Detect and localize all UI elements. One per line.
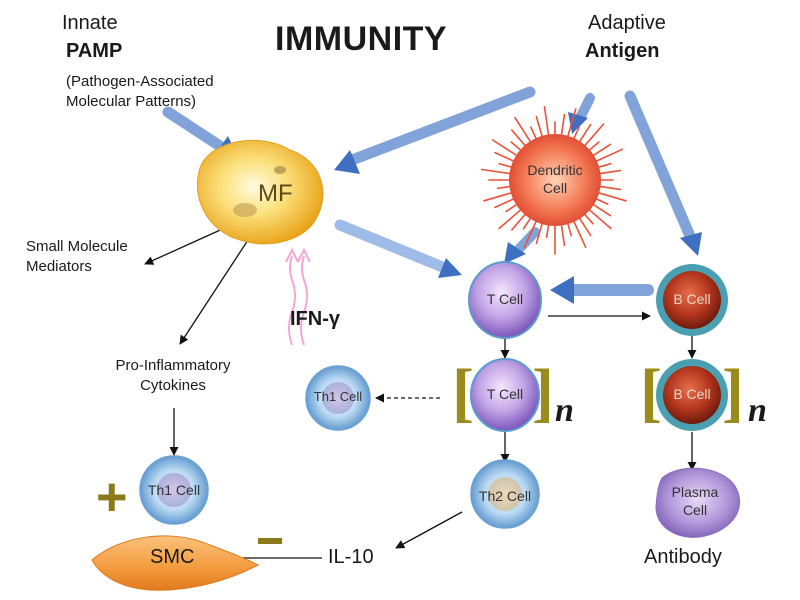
t-expansion-n: n (555, 392, 574, 429)
plasma-label-line1: Plasma (671, 484, 719, 500)
thin-arrows (144, 221, 697, 563)
th1-cell-left (139, 455, 209, 525)
smc-cell (91, 535, 260, 591)
b-bracket-open: [ (640, 356, 662, 429)
dendritic-cell (480, 106, 627, 255)
th1-cell-middle-label: Th1 Cell (313, 389, 363, 404)
b-cell-expanded (656, 359, 728, 431)
arrow-antigen-to-bcell (624, 90, 702, 256)
small-molecule-line1: Small Molecule (26, 238, 128, 255)
b-cell (656, 264, 728, 336)
t-cell (468, 261, 542, 339)
t-cell-expanded-label: T Cell (486, 386, 524, 402)
plasma-cell (655, 467, 741, 538)
t-cell-expanded (470, 358, 540, 432)
antibody-label: Antibody (644, 546, 722, 568)
arrow-mf-to-cytokines (179, 239, 249, 345)
arrow-th2-to-il10 (395, 511, 463, 549)
arrow-antigen-to-mf (334, 86, 536, 174)
t-bracket-open: [ (452, 356, 474, 429)
arrow-bcell-to-tcell (550, 276, 654, 304)
dendritic-label-line1: Dendritic (527, 162, 583, 178)
pro-inflammatory-line1: Pro-Inflammatory (115, 357, 231, 374)
ifn-gamma-arrows (285, 247, 311, 346)
dendritic-label-line2: Cell (542, 180, 568, 196)
arrow-mf-to-tcell (334, 219, 462, 278)
diagram-title: IMMUNITY (275, 20, 448, 58)
il10-label: IL-10 (328, 546, 374, 568)
plasma-label-line2: Cell (682, 502, 708, 518)
adaptive-heading: Adaptive (588, 12, 666, 34)
ifn-gamma-label: IFN-γ (290, 308, 340, 330)
b-cell-expanded-label: B Cell (673, 386, 711, 402)
arrow-dendritic-to-tcell (504, 227, 540, 264)
pamp-description-line2: Molecular Patterns) (66, 93, 197, 110)
th2-cell-label: Th2 Cell (478, 488, 532, 504)
pamp-description-line1: (Pathogen-Associated (66, 73, 214, 90)
negative-sign (258, 538, 282, 544)
th2-cell (470, 459, 540, 529)
macrophage-cell (196, 139, 324, 245)
positive-sign: + (96, 467, 128, 527)
b-expansion-n: n (748, 392, 767, 429)
t-cell-label: T Cell (486, 291, 524, 307)
pamp-label: PAMP (66, 40, 123, 62)
t-bracket-close: ] (532, 356, 554, 429)
smc-label: SMC (150, 546, 195, 568)
th1-cell-left-label: Th1 Cell (147, 482, 201, 498)
small-molecule-line2: Mediators (26, 258, 92, 275)
flow-arrows (162, 86, 702, 304)
b-bracket-close: ] (722, 356, 744, 429)
antigen-label: Antigen (585, 40, 660, 62)
th1-cell-middle (305, 365, 371, 431)
macrophage-label: MF (258, 180, 293, 207)
pro-inflammatory-line2: Cytokines (140, 377, 206, 394)
innate-heading: Innate (62, 12, 118, 34)
b-cell-label: B Cell (673, 291, 711, 307)
